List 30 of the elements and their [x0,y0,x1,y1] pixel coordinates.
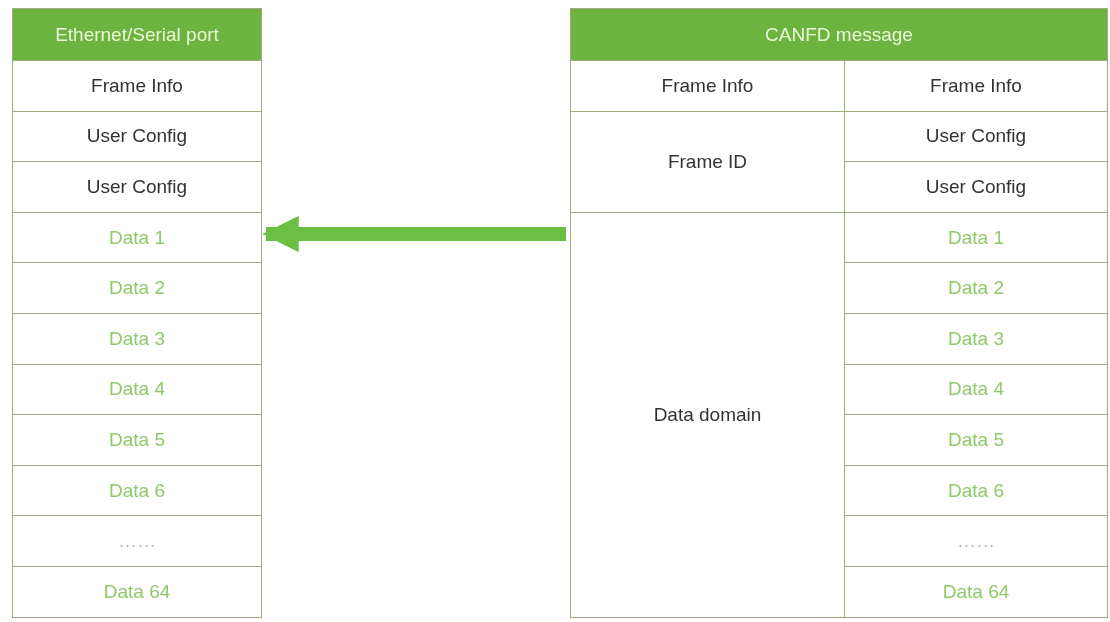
table-cell: Data 3 [844,313,1107,364]
table-cell: Data 64 [844,566,1107,617]
table-cell: Data domain [571,211,844,617]
table-cell: Frame ID [571,110,844,212]
table-cell: …… [844,515,1107,566]
table-cell: Data 4 [13,363,261,415]
table-cell: Data 6 [844,464,1107,516]
table-cell: User Config [13,161,261,212]
arrow [262,215,566,253]
table-cell: Data 1 [844,211,1107,263]
table-cell: Data 5 [13,414,261,465]
table-cell: Frame Info [844,60,1107,111]
table-cell: Frame Info [571,60,844,111]
data-table [570,8,1108,618]
data-table [12,8,262,618]
table-cell: Data 3 [13,313,261,364]
table-cell: User Config [844,110,1107,162]
table-cell: Data 4 [844,363,1107,415]
table-cell: Data 2 [844,262,1107,313]
table-cell: Data 6 [13,464,261,516]
table-cell: …… [13,515,261,566]
table-header: CANFD message [571,9,1107,60]
table-cell: Data 64 [13,566,261,617]
table-cell: User Config [13,110,261,162]
table-cell: Data 1 [13,211,261,263]
table-cell: User Config [844,161,1107,212]
table-header: Ethernet/Serial port [13,9,261,60]
table-cell: Data 5 [844,414,1107,465]
table-cell: Frame Info [13,60,261,111]
table-cell: Data 2 [13,262,261,313]
